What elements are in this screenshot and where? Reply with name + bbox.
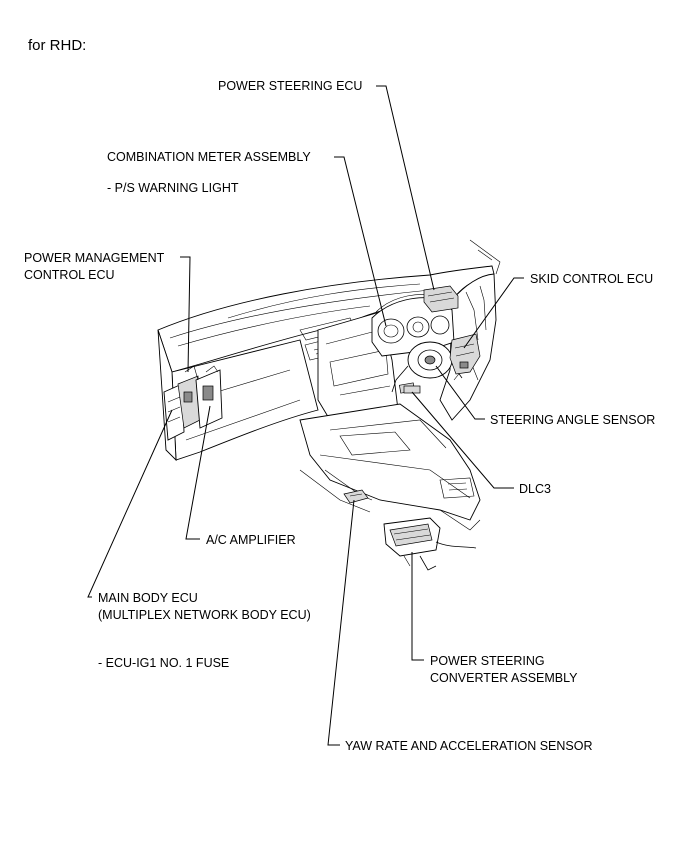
label-power-management-line1: POWER MANAGEMENT	[24, 251, 165, 265]
label-power-management-line2: CONTROL ECU	[24, 268, 115, 282]
center-console	[299, 403, 481, 521]
leader-lines	[87, 85, 524, 746]
combination-meter-illustration	[371, 294, 455, 357]
dashboard-illustration	[157, 239, 501, 571]
ps-converter-illustration	[383, 517, 477, 571]
label-main-body-ecu-line1: MAIN BODY ECU	[98, 591, 198, 605]
variant-heading: for RHD:	[28, 37, 86, 54]
skid-control-ecu-illustration	[449, 333, 481, 375]
callout-labels: POWER STEERING ECU COMBINATION METER ASS…	[24, 79, 655, 753]
power-steering-ecu-illustration	[423, 285, 459, 313]
label-skid-control-ecu: SKID CONTROL ECU	[530, 272, 653, 286]
steering-column-illustration	[391, 341, 463, 394]
left-ecu-cluster-illustration	[163, 365, 223, 441]
label-dlc3: DLC3	[519, 482, 551, 496]
label-ps-converter-line1: POWER STEERING	[430, 654, 545, 668]
label-main-body-ecu-line2: (MULTIPLEX NETWORK BODY ECU)	[98, 608, 311, 622]
label-ecu-ig1-fuse: - ECU-IG1 NO. 1 FUSE	[98, 656, 229, 670]
dlc3-connector-illustration	[403, 385, 421, 394]
label-yaw-rate-sensor: YAW RATE AND ACCELERATION SENSOR	[345, 739, 593, 753]
yaw-rate-sensor-illustration	[343, 489, 369, 504]
label-combination-meter: COMBINATION METER ASSEMBLY	[107, 150, 311, 164]
label-power-steering-ecu: POWER STEERING ECU	[218, 79, 362, 93]
label-ps-converter-line2: CONVERTER ASSEMBLY	[430, 671, 578, 685]
label-ac-amplifier: A/C AMPLIFIER	[206, 533, 296, 547]
label-steering-angle-sensor: STEERING ANGLE SENSOR	[490, 413, 655, 427]
label-ps-warning-light: - P/S WARNING LIGHT	[107, 181, 239, 195]
